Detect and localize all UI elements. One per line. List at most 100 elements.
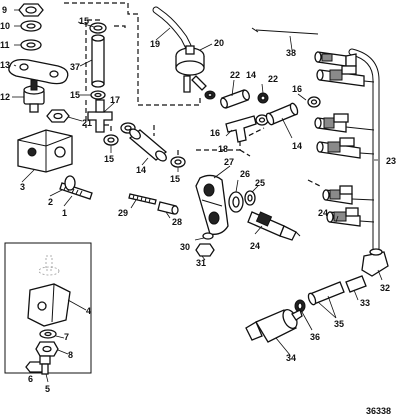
callout-12: 12: [0, 92, 10, 102]
injector-row-3: [314, 113, 375, 133]
pump-bracket-part-3: [17, 129, 73, 173]
hose-clamp-part-15-left: [103, 134, 119, 146]
callout-22-right: 22: [268, 74, 278, 84]
fuel-pressure-regulator-part-20: [175, 45, 207, 93]
callout-31: 31: [196, 258, 206, 268]
callout-28: 28: [172, 217, 182, 227]
callout-24-center: 24: [250, 241, 260, 251]
fuel-line-part-23: [348, 48, 380, 254]
callout-3: 3: [20, 182, 25, 192]
hose-part-37: [91, 34, 105, 88]
tee-fitting-part-17: [87, 99, 113, 133]
hose-part-14-upper: [220, 89, 250, 109]
inset-bracket-part-4: [27, 283, 71, 327]
washer-part-11: [20, 39, 42, 51]
callout-21-left: 21: [82, 118, 92, 128]
callout-16-mid: 16: [210, 128, 220, 138]
callout-34: 34: [286, 353, 296, 363]
callout-26: 26: [240, 169, 250, 179]
inset-stud: [38, 255, 60, 276]
inset-washer-part-7: [39, 329, 57, 339]
callout-35: 35: [334, 319, 344, 329]
callout-1: 1: [62, 208, 67, 218]
fitting-part-33: [345, 275, 367, 293]
fuel-hose-part-35: [307, 281, 345, 306]
callout-6: 6: [28, 374, 33, 384]
spacer-part-28: [157, 201, 179, 215]
callout-11: 11: [0, 40, 10, 50]
injector-row-1: [314, 51, 357, 67]
fuel-filter-part-34: [245, 308, 303, 343]
callout-38: 38: [286, 48, 296, 58]
callout-14-center: 14: [136, 165, 146, 175]
inset-detail-box: [4, 242, 92, 375]
callout-8: 8: [68, 350, 73, 360]
callout-labels: 9 10 11 13 12 21 3 2 1 15 37 15 17 15 14…: [0, 5, 396, 394]
leader-lines: [12, 9, 383, 383]
callout-9: 9: [2, 5, 7, 15]
callout-25: 25: [255, 178, 265, 188]
callout-15-lower: 15: [70, 90, 80, 100]
callout-33: 33: [360, 298, 370, 308]
callout-14-upper: 14: [246, 70, 256, 80]
hose-clamp-part-15-bottom: [170, 156, 186, 168]
injector-row-5: [322, 185, 375, 205]
callout-15-bottom: 15: [170, 174, 180, 184]
injector-row-6: [326, 207, 375, 227]
mount-grommet-part-12: [23, 79, 45, 113]
callout-2: 2: [48, 197, 53, 207]
nut-part-9: [18, 3, 44, 17]
dashed-injector-link: [307, 179, 321, 187]
stud-part-29: [128, 193, 157, 205]
vent-tube-part-19: [152, 6, 192, 50]
callout-5: 5: [45, 384, 50, 394]
fuel-rail-part-27: [195, 174, 229, 235]
callout-16-upper: 16: [292, 84, 302, 94]
callout-27: 27: [224, 157, 234, 167]
hose-part-14-center: [128, 128, 168, 162]
callout-22-left: 22: [230, 70, 240, 80]
callout-10: 10: [0, 21, 10, 31]
callout-15-top: 15: [79, 16, 89, 26]
callout-36: 36: [310, 332, 320, 342]
elbow-fitting-part-32: [361, 248, 389, 277]
callout-24-right: 24: [318, 208, 328, 218]
injector-row-4: [316, 137, 375, 159]
hose-clamp-part-15-lower: [90, 90, 106, 100]
callout-15-left: 15: [104, 154, 114, 164]
callout-19: 19: [150, 39, 160, 49]
hose-clamp-part-22: [257, 92, 269, 104]
callout-37: 37: [70, 62, 80, 72]
callout-23: 23: [386, 156, 396, 166]
callout-14-right: 14: [292, 141, 302, 151]
cable-tie-part-38: [251, 27, 319, 35]
clamp-part-21-center: [204, 90, 216, 100]
callout-17: 17: [110, 95, 120, 105]
nut-part-21-left: [46, 109, 70, 123]
figure-number: 36338: [366, 406, 391, 416]
o-ring-part-25: [244, 190, 256, 206]
hose-clamp-part-36: [294, 299, 306, 313]
callout-13: 13: [0, 60, 10, 70]
inset-screw-part-5: [39, 355, 51, 375]
callout-4: 4: [86, 306, 91, 316]
injector-row-2: [316, 65, 375, 87]
inset-nut-part-8: [35, 341, 59, 357]
fuel-injector-part-24-center: [247, 211, 301, 241]
callout-32: 32: [380, 283, 390, 293]
callout-30: 30: [180, 242, 190, 252]
tee-fitting-part-18: [225, 115, 257, 143]
callout-18: 18: [218, 144, 228, 154]
callout-29: 29: [118, 208, 128, 218]
nut-part-31: [195, 243, 215, 257]
hose-part-14-right: [265, 102, 299, 126]
bracket-plate-part-13: [8, 58, 69, 85]
callout-20: 20: [214, 38, 224, 48]
washer-part-2: [64, 175, 76, 191]
o-ring-part-26: [228, 191, 244, 213]
hose-clamp-part-15-top: [89, 22, 107, 34]
hose-clamp-part-16-upper: [307, 96, 321, 108]
lock-washer-part-10: [20, 20, 42, 32]
washer-part-30: [202, 232, 214, 240]
